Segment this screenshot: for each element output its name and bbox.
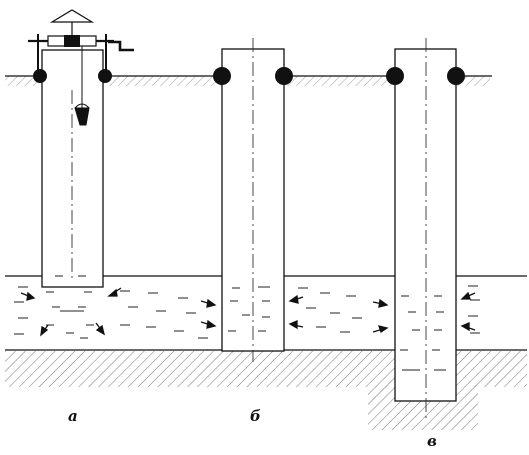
well-a-water-dashes (46, 275, 94, 339)
well-a (20, 9, 134, 339)
well-v-ring-left (386, 67, 404, 85)
aquifer-water-dashes (14, 285, 480, 339)
well-a-ring-left (33, 69, 47, 83)
well-b (200, 38, 304, 362)
windlass-block (64, 35, 80, 47)
label-a: а (68, 407, 78, 425)
well-a-inflow-arrows (20, 287, 122, 337)
well-v (372, 38, 476, 420)
well-b-water-dashes (228, 286, 270, 332)
label-v: в (427, 432, 437, 450)
bucket-icon (74, 107, 90, 126)
well-v-ring-right (447, 67, 465, 85)
well-b-ring-left (213, 67, 231, 85)
roof-icon (49, 9, 95, 23)
well-v-inflow-arrows (372, 291, 476, 334)
well-v-water-dashes (400, 295, 446, 371)
label-b: б (250, 407, 261, 425)
crank-handle-icon (108, 40, 134, 52)
well-b-ring-right (275, 67, 293, 85)
well-v-shaft (394, 48, 457, 402)
well-a-shaft (41, 49, 104, 288)
well-a-ring-right (98, 69, 112, 83)
well-b-inflow-arrows (200, 294, 304, 330)
